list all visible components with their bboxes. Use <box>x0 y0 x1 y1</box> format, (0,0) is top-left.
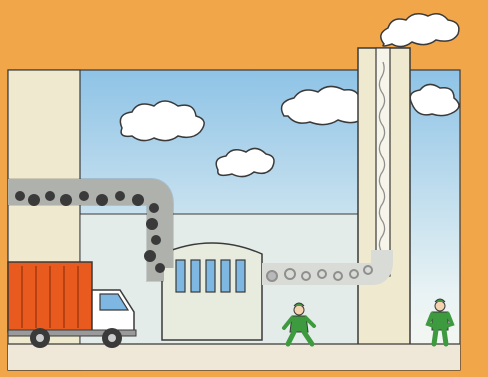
ground <box>8 344 460 370</box>
chimney <box>358 48 410 348</box>
